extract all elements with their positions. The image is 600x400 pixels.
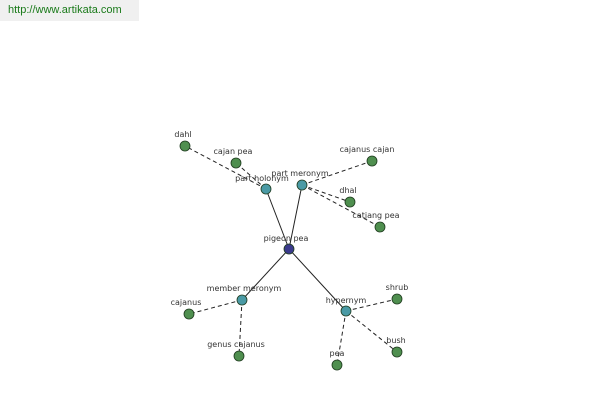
link-pigeon-pea-member-meronym — [241, 248, 290, 301]
node-label-part-holonym: part holonym — [235, 174, 289, 183]
node-label-hypernym: hypernym — [326, 296, 367, 305]
link-hypernym-bush — [345, 310, 398, 353]
node-member-meronym[interactable]: member meronym — [207, 284, 282, 306]
node-circle-shrub[interactable] — [391, 293, 403, 305]
link-part-holonym-dahl — [184, 145, 267, 190]
node-dahl[interactable]: dahl — [174, 130, 192, 152]
node-circle-cajan-pea[interactable] — [230, 157, 242, 169]
node-circle-catjang-pea[interactable] — [374, 221, 386, 233]
node-shrub[interactable]: shrub — [386, 283, 409, 305]
node-cajanus[interactable]: cajanus — [171, 298, 202, 320]
link-pigeon-pea-part-meronym — [288, 184, 303, 250]
node-cajan-pea[interactable]: cajan pea — [214, 147, 253, 169]
graph-nodes: dahl cajan pea cajanus cajan dhal catjang pe… — [171, 130, 409, 371]
node-label-pea: pea — [330, 349, 345, 358]
link-hypernym-shrub — [345, 298, 398, 312]
node-circle-cajanus[interactable] — [183, 308, 195, 320]
node-circle-dahl[interactable] — [179, 140, 191, 152]
link-pigeon-pea-hypernym — [288, 248, 347, 312]
link-hypernym-pea — [336, 310, 347, 366]
node-label-shrub: shrub — [386, 283, 409, 292]
node-catjang-pea[interactable]: catjang pea — [352, 211, 400, 233]
node-cajanus-cajan[interactable]: cajanus cajan — [340, 145, 395, 167]
node-circle-pigeon-pea[interactable] — [283, 243, 295, 255]
node-label-dhal: dhal — [339, 186, 356, 195]
node-part-meronym[interactable]: part meronym — [271, 169, 329, 191]
link-part-meronym-cajanus-cajan — [301, 160, 373, 186]
node-label-catjang-pea: catjang pea — [352, 211, 399, 220]
node-label-cajan-pea: cajan pea — [214, 147, 253, 156]
node-circle-part-holonym[interactable] — [260, 183, 272, 195]
graph-links — [184, 145, 398, 366]
node-label-dahl: dahl — [174, 130, 191, 139]
node-label-pigeon-pea: pigeon pea — [264, 234, 309, 243]
node-label-cajanus-cajan: cajanus cajan — [340, 145, 395, 154]
node-circle-pea[interactable] — [331, 359, 343, 371]
node-circle-genus-cajanus[interactable] — [233, 350, 245, 362]
node-label-genus-cajanus: genus cajanus — [207, 340, 265, 349]
node-label-member-meronym: member meronym — [207, 284, 282, 293]
node-pigeon-pea[interactable]: pigeon pea — [264, 234, 309, 255]
link-member-meronym-cajanus — [188, 299, 243, 315]
node-label-cajanus: cajanus — [171, 298, 202, 307]
node-label-bush: bush — [386, 336, 405, 345]
node-circle-cajanus-cajan[interactable] — [366, 155, 378, 167]
node-genus-cajanus[interactable]: genus cajanus — [207, 340, 265, 362]
node-dhal[interactable]: dhal — [339, 186, 357, 208]
node-pea[interactable]: pea — [330, 349, 345, 371]
node-bush[interactable]: bush — [386, 336, 406, 358]
node-label-part-meronym: part meronym — [271, 169, 328, 178]
link-part-meronym-catjang-pea — [301, 184, 381, 228]
node-circle-dhal[interactable] — [344, 196, 356, 208]
link-part-meronym-dhal — [301, 184, 351, 203]
link-pigeon-pea-part-holonym — [265, 188, 290, 250]
site-url-link[interactable]: http://www.artikata.com — [0, 0, 139, 21]
node-circle-bush[interactable] — [391, 346, 403, 358]
link-member-meronym-genus-cajanus — [238, 299, 243, 357]
node-part-holonym[interactable]: part holonym — [235, 174, 289, 195]
node-circle-part-meronym[interactable] — [296, 179, 308, 191]
node-circle-member-meronym[interactable] — [236, 294, 248, 306]
node-circle-hypernym[interactable] — [340, 305, 352, 317]
node-hypernym[interactable]: hypernym — [326, 296, 367, 317]
